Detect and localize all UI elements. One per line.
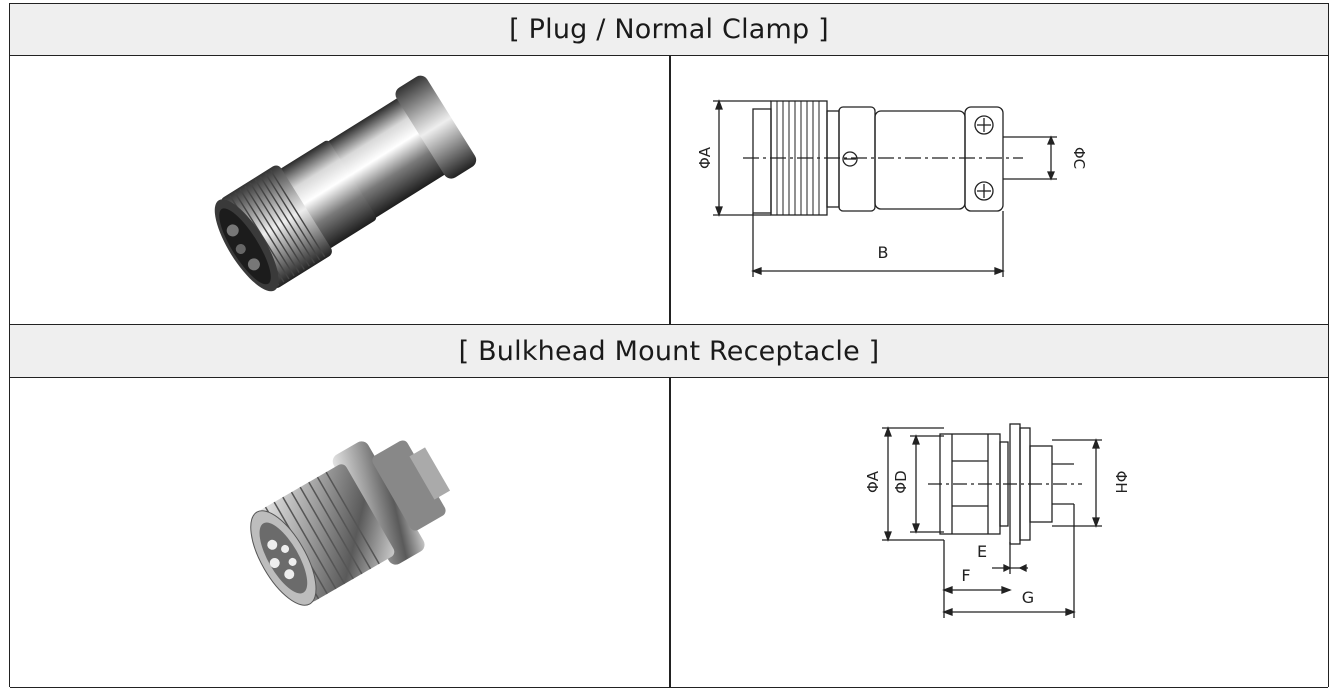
dimension-label-a: ΦA bbox=[696, 146, 714, 170]
receptacle-connector-photo-icon bbox=[250, 440, 451, 606]
dimension-label-g: G bbox=[1021, 588, 1035, 607]
receptacle-dimension-drawing-icon bbox=[882, 423, 1102, 618]
plug-row: ΦA B ΦC bbox=[10, 56, 1328, 324]
dimension-label-e: E bbox=[976, 542, 988, 561]
dimension-label-f: F bbox=[961, 566, 971, 585]
connector-table: [ Plug / Normal Clamp ] bbox=[9, 3, 1329, 688]
dimension-label-b: B bbox=[877, 243, 889, 262]
section-header-plug: [ Plug / Normal Clamp ] bbox=[10, 4, 1328, 56]
dimension-label-c: ΦC bbox=[1070, 146, 1088, 170]
receptacle-drawing: ΦA ΦD E F G ΦH bbox=[852, 406, 1140, 640]
section-title: [ Plug / Normal Clamp ] bbox=[509, 14, 829, 45]
section-title: [ Bulkhead Mount Receptacle ] bbox=[458, 335, 880, 367]
dimension-label-d: ΦD bbox=[892, 470, 910, 494]
dimension-label-h: ΦH bbox=[1112, 470, 1130, 494]
dimension-label-a: ΦA bbox=[864, 470, 882, 494]
plug-dimension-drawing-icon bbox=[713, 99, 1057, 277]
plug-connector-photo-icon bbox=[214, 75, 477, 292]
plug-photo bbox=[190, 62, 490, 312]
column-divider bbox=[669, 56, 671, 324]
receptacle-photo bbox=[194, 398, 494, 648]
receptacle-row: ΦA ΦD E F G ΦH bbox=[10, 378, 1328, 688]
column-divider bbox=[669, 378, 671, 687]
section-header-receptacle: [ Bulkhead Mount Receptacle ] bbox=[10, 324, 1328, 378]
plug-drawing: ΦA B ΦC bbox=[683, 81, 1091, 289]
